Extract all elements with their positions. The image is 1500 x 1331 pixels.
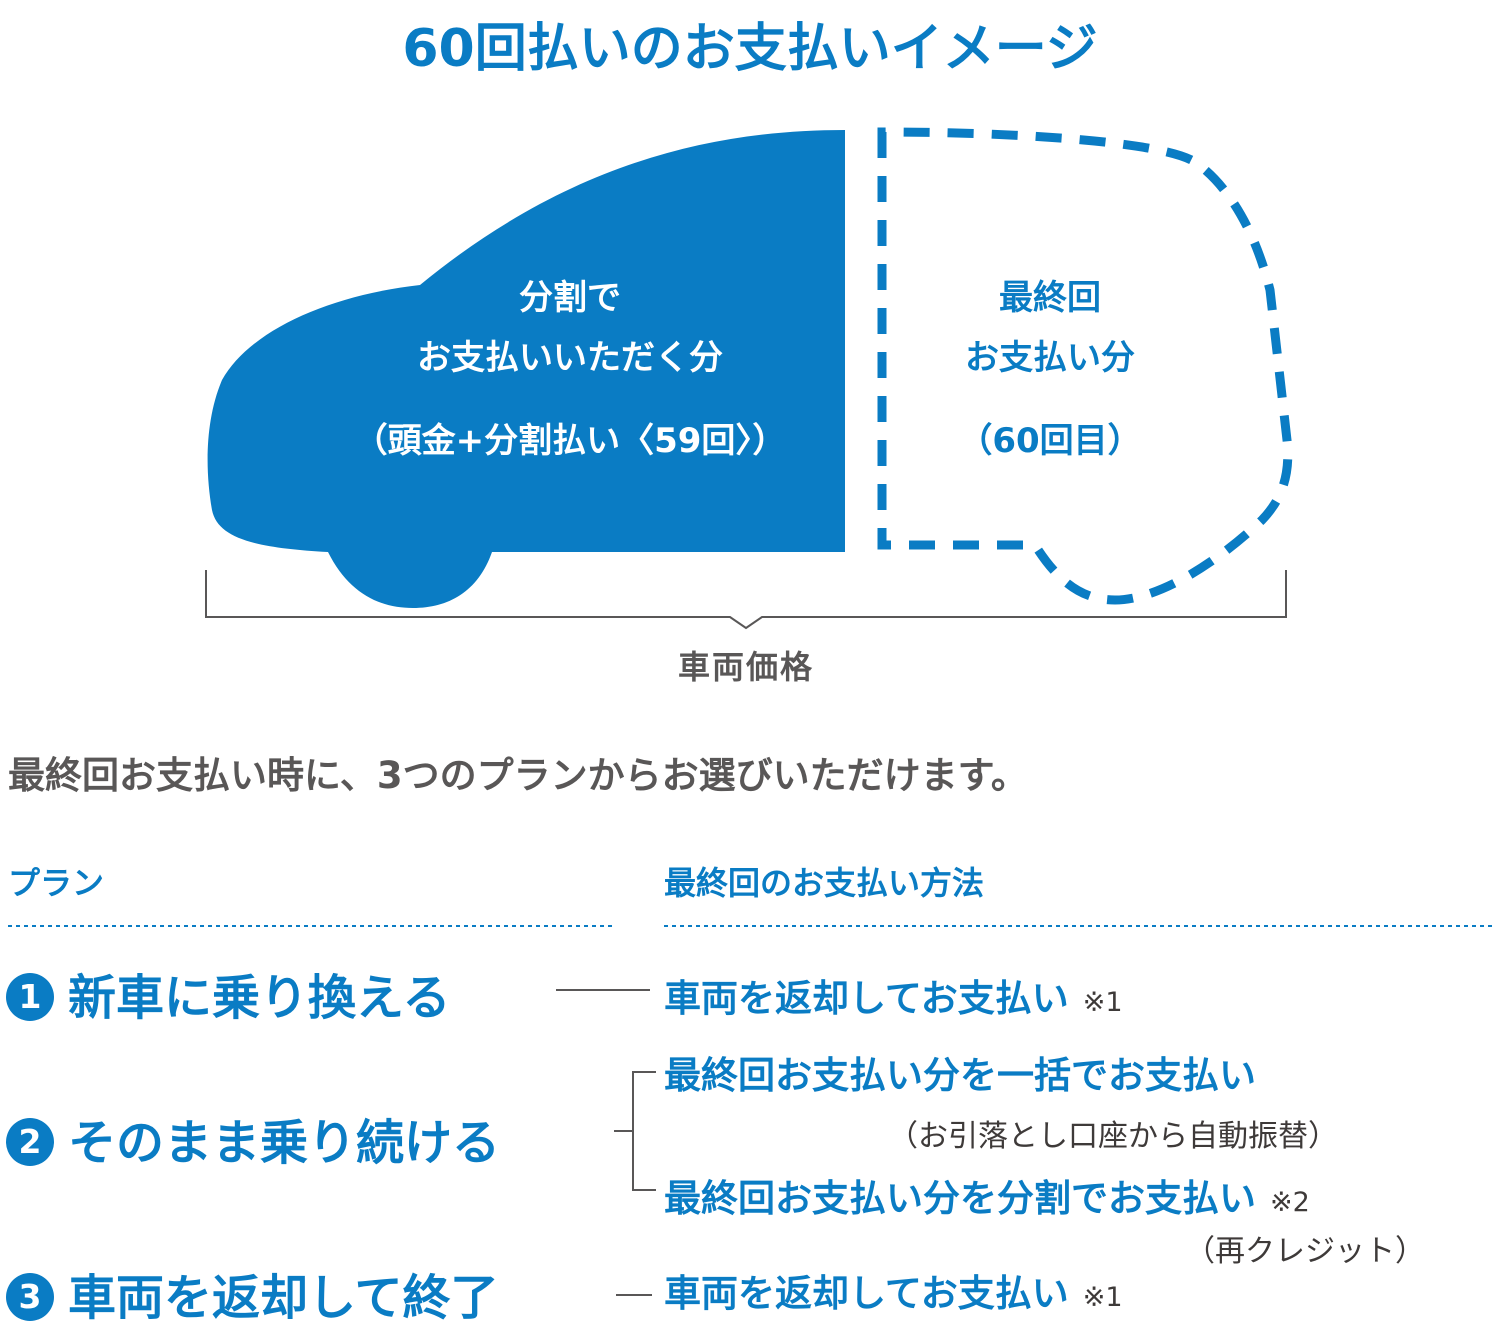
final-payment-label-line2: お支払い分: [965, 338, 1135, 378]
plan-label: 新車に乗り換える: [68, 970, 451, 1026]
method-text: 最終回お支払い分を一括でお支払い: [664, 1054, 1256, 1097]
paid-portion-label-line1: 分割で: [519, 278, 621, 318]
method-text: 車両を返却してお支払い: [664, 1272, 1069, 1315]
number-badge: 1: [6, 973, 54, 1021]
vehicle-price-label: 車両価格: [677, 648, 814, 686]
plan-label: そのまま乗り続ける: [68, 1115, 501, 1171]
method-column-header: 最終回のお支払い方法: [664, 864, 985, 902]
number-badge: 3: [6, 1273, 54, 1321]
price-bracket: [205, 570, 1287, 630]
method-plan2-installment: 最終回お支払い分を分割でお支払い ※2: [664, 1168, 1310, 1222]
page-title: 60回払いのお支払いイメージ: [402, 19, 1098, 79]
paid-portion-label-line3: （頭金+分割払い〈59回〉）: [353, 421, 787, 461]
method-plan1: 車両を返却してお支払い ※1: [664, 968, 1123, 1022]
method-plan2-lump-sum-note: （お引落とし口座から自動振替）: [888, 1119, 1338, 1154]
plan-item-3: 3 車両を返却して終了: [6, 1258, 499, 1328]
plan-column-header: プラン: [8, 864, 105, 902]
method-plan3: 車両を返却してお支払い ※1: [664, 1263, 1123, 1317]
plan-item-1: 1 新車に乗り換える: [6, 958, 451, 1028]
final-payment-outline: [877, 127, 1293, 605]
final-payment-label-line1: 最終回: [999, 278, 1101, 318]
paid-portion-shape: [207, 130, 845, 608]
footnote-ref: ※1: [1082, 1282, 1123, 1313]
method-text: 車両を返却してお支払い: [664, 977, 1069, 1020]
lead-text: 最終回お支払い時に、3つのプランからお選びいただけます。: [8, 754, 1028, 797]
method-plan2-installment-note: （再クレジット）: [1185, 1234, 1425, 1269]
paid-portion-label-line2: お支払いいただく分: [417, 338, 723, 378]
method-text: 最終回お支払い分を分割でお支払い: [664, 1177, 1256, 1220]
plan-item-2: 2 そのまま乗り続ける: [6, 1103, 500, 1173]
method-plan2-lump-sum: 最終回お支払い分を一括でお支払い: [664, 1045, 1256, 1099]
plan-label: 車両を返却して終了: [68, 1270, 499, 1326]
footnote-ref: ※1: [1082, 987, 1123, 1018]
footnote-ref: ※2: [1270, 1187, 1310, 1218]
final-payment-label-line3: （60回目）: [958, 421, 1142, 461]
connector-plan2-bracket: [614, 1071, 656, 1191]
number-badge: 2: [6, 1118, 54, 1166]
